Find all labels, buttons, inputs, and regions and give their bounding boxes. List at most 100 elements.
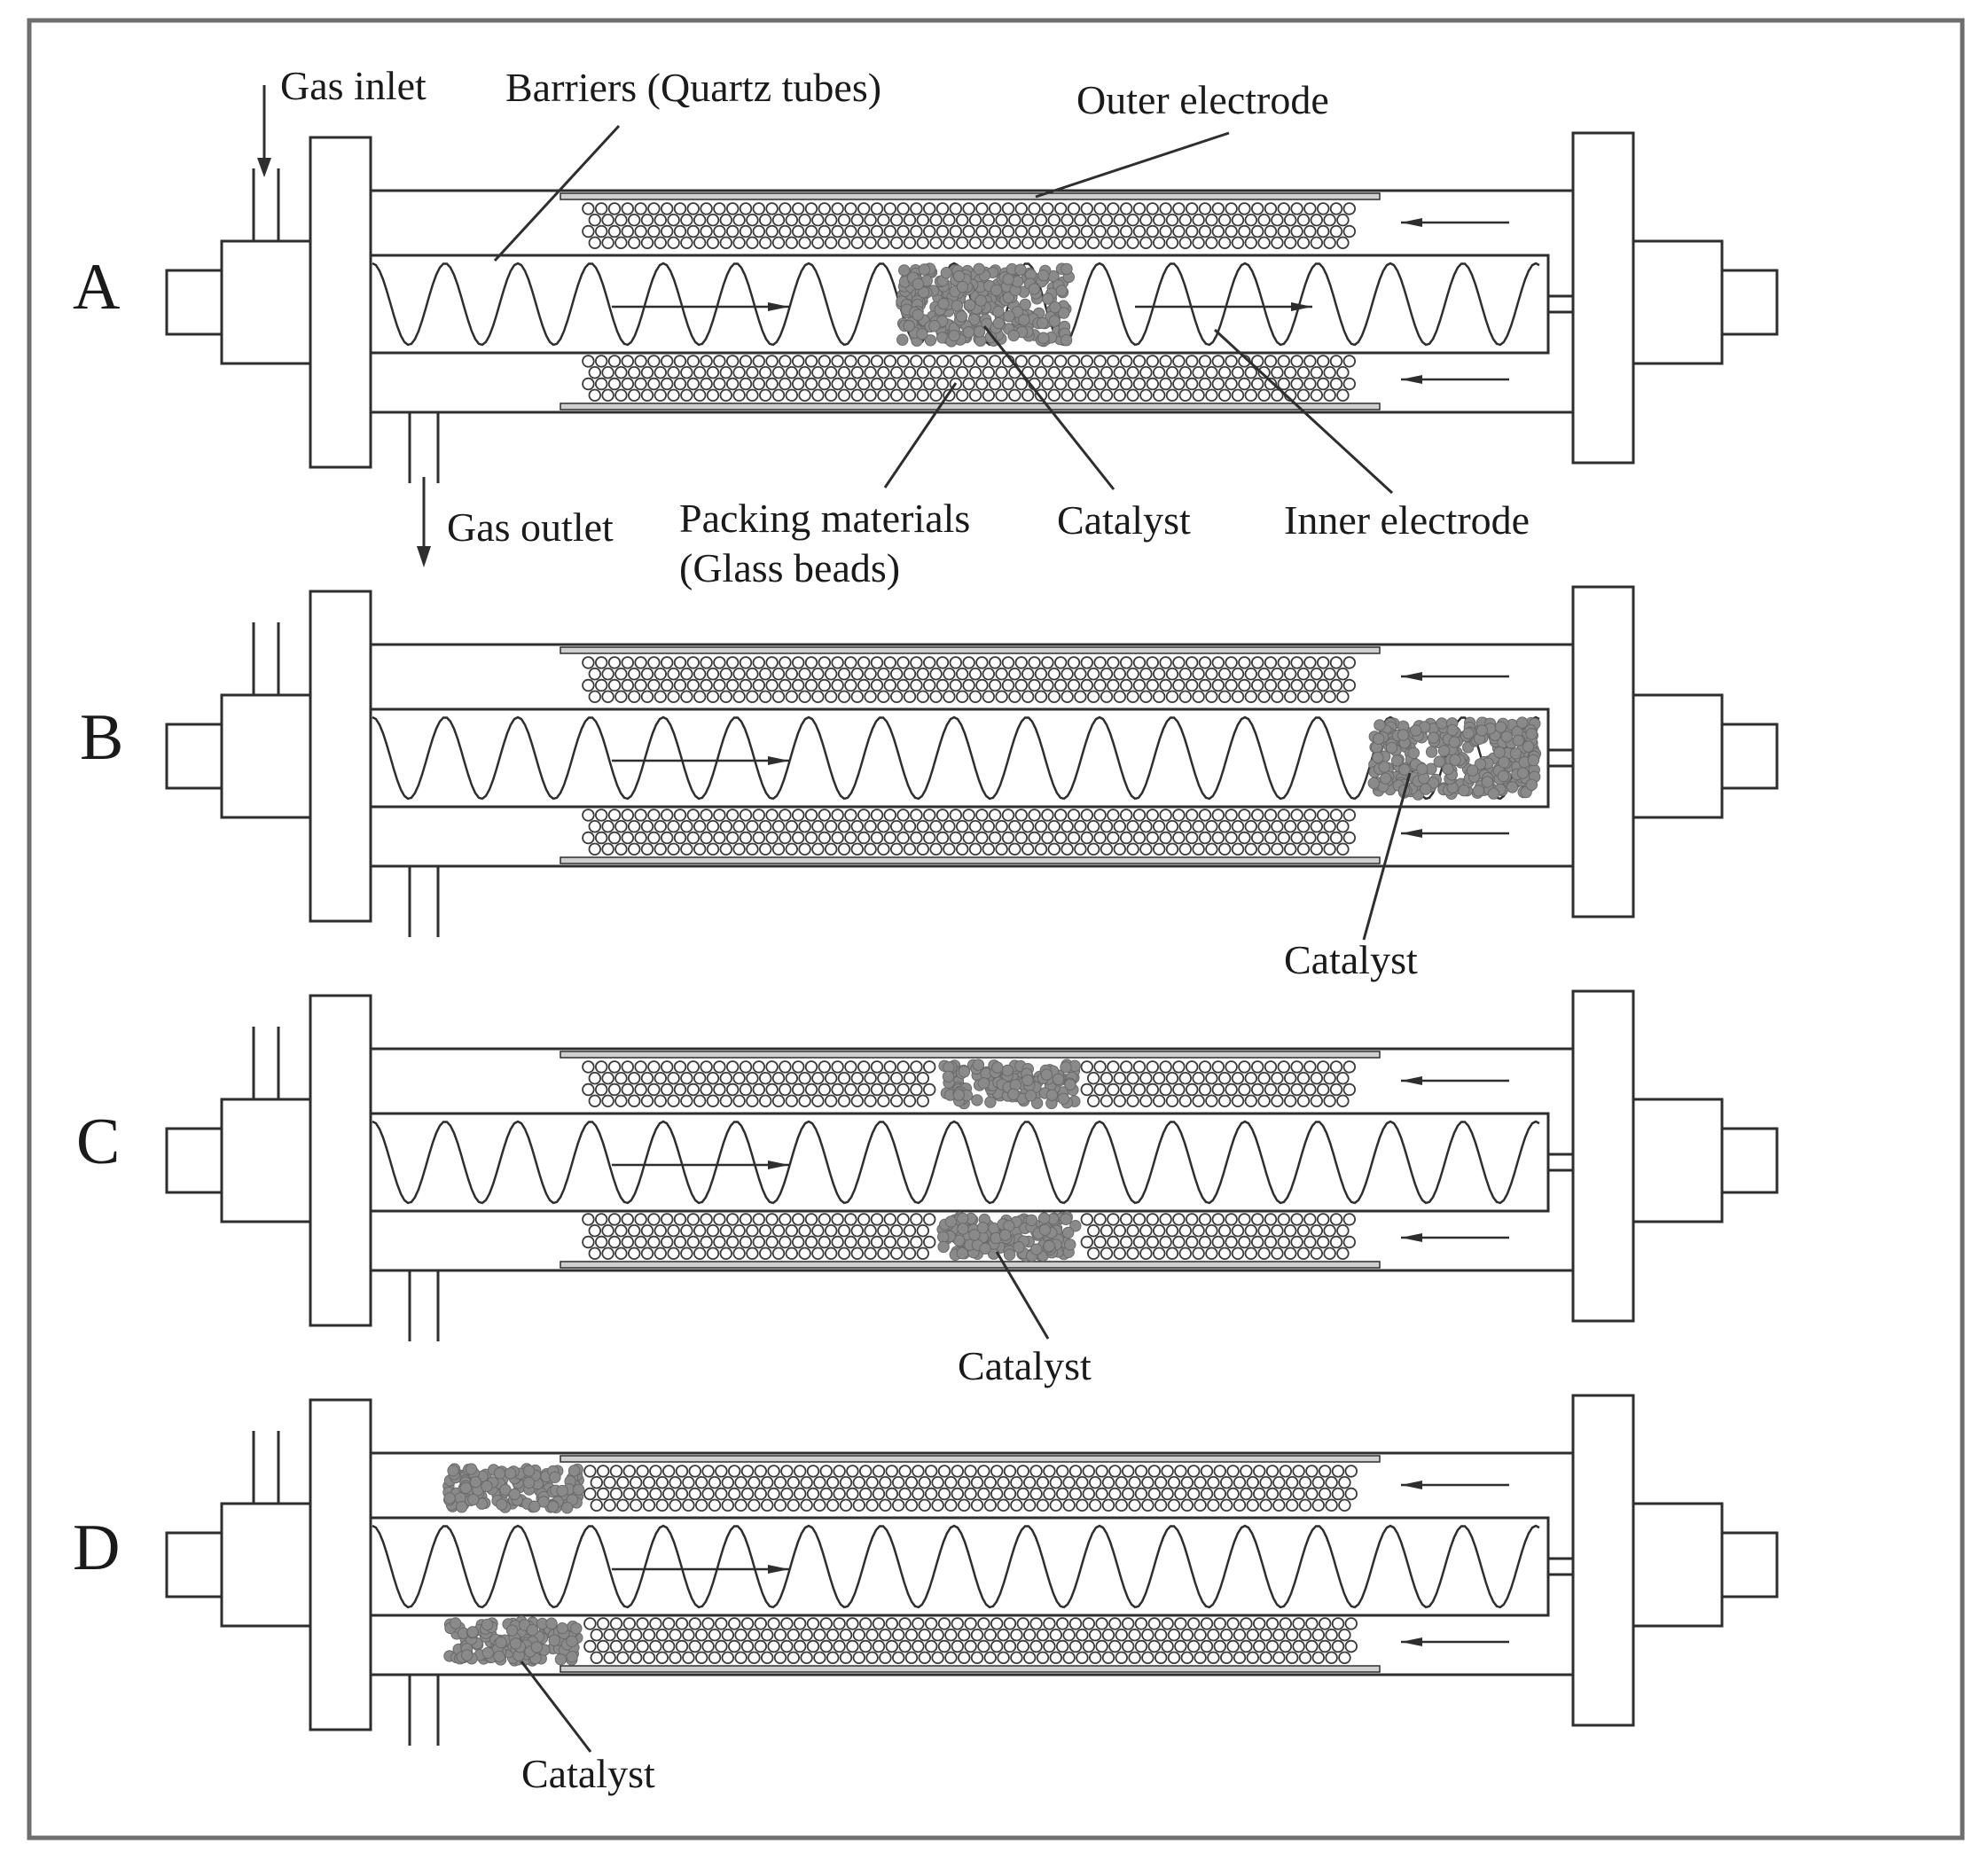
glass-bead: [726, 1235, 740, 1249]
right-connector: [1548, 1557, 1573, 1576]
glass-bead: [1029, 1639, 1043, 1653]
glass-bead: [1205, 236, 1218, 250]
catalyst-granule: [956, 280, 969, 293]
glass-bead: [595, 1235, 608, 1249]
glass-bead: [673, 377, 687, 391]
glass-bead: [896, 1213, 910, 1226]
glass-bead: [1298, 1498, 1312, 1512]
glass-bead: [1003, 1639, 1017, 1653]
glass-bead: [890, 842, 904, 856]
glass-bead: [877, 842, 890, 856]
glass-bead: [779, 377, 792, 391]
glass-bead: [929, 366, 943, 379]
glass-bead: [779, 1082, 792, 1097]
glass-bead: [818, 355, 832, 368]
glass-bead: [1329, 1235, 1343, 1249]
glass-bead: [962, 656, 975, 669]
glass-bead: [669, 1498, 682, 1512]
inner-quartz-tube: [369, 254, 1550, 355]
glass-bead: [818, 1060, 832, 1074]
glass-bead: [1271, 1224, 1284, 1238]
glass-bead: [1154, 1498, 1168, 1512]
glass-bead: [1028, 224, 1041, 238]
glass-bead: [1198, 656, 1212, 669]
glass-bead: [595, 1082, 608, 1097]
glass-bead: [968, 842, 982, 856]
glass-bead: [1034, 667, 1048, 681]
catalyst-granule: [1474, 758, 1487, 770]
glass-bead: [1211, 1213, 1225, 1226]
glass-bead: [1336, 1071, 1350, 1085]
glass-bead: [1132, 809, 1147, 822]
glass-bead: [1292, 1465, 1305, 1478]
glass-bead: [614, 842, 628, 856]
glass-bead: [1139, 1247, 1153, 1261]
glass-bead: [883, 1213, 897, 1226]
glass-bead: [1211, 1082, 1225, 1097]
glass-bead: [1296, 1224, 1311, 1238]
glass-bead: [1323, 366, 1336, 379]
glass-bead: [700, 377, 713, 391]
glass-bead: [1338, 1498, 1351, 1512]
glass-bead: [1233, 1629, 1247, 1642]
glass-bead: [1108, 1639, 1122, 1653]
glass-bead: [1329, 831, 1343, 845]
glass-bead: [1008, 820, 1021, 833]
catalyst-granule: [572, 1483, 585, 1496]
glass-bead: [752, 656, 766, 669]
glass-bead: [1034, 820, 1048, 833]
glass-bead: [792, 809, 805, 822]
glass-bead: [1194, 1475, 1207, 1489]
glass-bead: [792, 1060, 805, 1074]
glass-bead: [1119, 678, 1133, 692]
glass-bead: [607, 224, 622, 238]
glass-bead: [826, 1651, 840, 1665]
glass-bead: [642, 1498, 656, 1512]
glass-bead: [1152, 1094, 1166, 1108]
outlet-pipe: [408, 1675, 440, 1746]
glass-bead: [628, 388, 641, 402]
glass-bead: [1115, 1475, 1129, 1489]
glass-bead: [706, 667, 720, 681]
glass-bead: [1213, 1617, 1227, 1630]
glass-bead: [896, 1082, 910, 1097]
glass-bead: [1029, 1617, 1043, 1630]
glass-bead: [732, 667, 746, 681]
catalyst-granule: [522, 1476, 536, 1489]
glass-bead: [583, 1617, 597, 1630]
catalyst-granule: [1060, 334, 1073, 347]
glass-bead: [1086, 236, 1100, 250]
glass-bead: [1093, 1082, 1107, 1097]
catalyst-granule: [1493, 746, 1506, 759]
catalyst-granule: [977, 1077, 990, 1090]
glass-bead: [1231, 1247, 1245, 1261]
glass-bead: [661, 809, 674, 822]
glass-bead: [859, 1465, 873, 1478]
glass-bead: [721, 1475, 735, 1489]
glass-bead: [1068, 1487, 1083, 1501]
catalyst-granule: [1527, 754, 1540, 767]
glass-bead: [1014, 656, 1029, 669]
outlet-pipe: [408, 866, 440, 937]
glass-bead: [988, 656, 1002, 669]
glass-bead: [1323, 820, 1336, 833]
glass-bead: [767, 1639, 780, 1653]
glass-bead: [609, 1465, 623, 1478]
glass-bead: [680, 667, 693, 681]
glass-bead: [661, 656, 674, 669]
glass-bead: [649, 1465, 662, 1478]
glass-bead: [759, 690, 772, 704]
glass-bead: [706, 366, 720, 379]
glass-bead: [680, 1224, 693, 1238]
glass-bead: [1178, 1247, 1193, 1261]
glass-bead: [811, 1094, 825, 1108]
glass-bead: [609, 1617, 623, 1630]
glass-bead: [667, 236, 680, 250]
glass-bead: [1290, 202, 1303, 215]
glass-bead: [1316, 1235, 1330, 1249]
glass-bead: [597, 1617, 610, 1630]
glass-bead: [865, 1475, 879, 1489]
glass-bead: [759, 1094, 772, 1108]
glass-bead: [1279, 1465, 1293, 1478]
glass-bead: [765, 656, 779, 669]
